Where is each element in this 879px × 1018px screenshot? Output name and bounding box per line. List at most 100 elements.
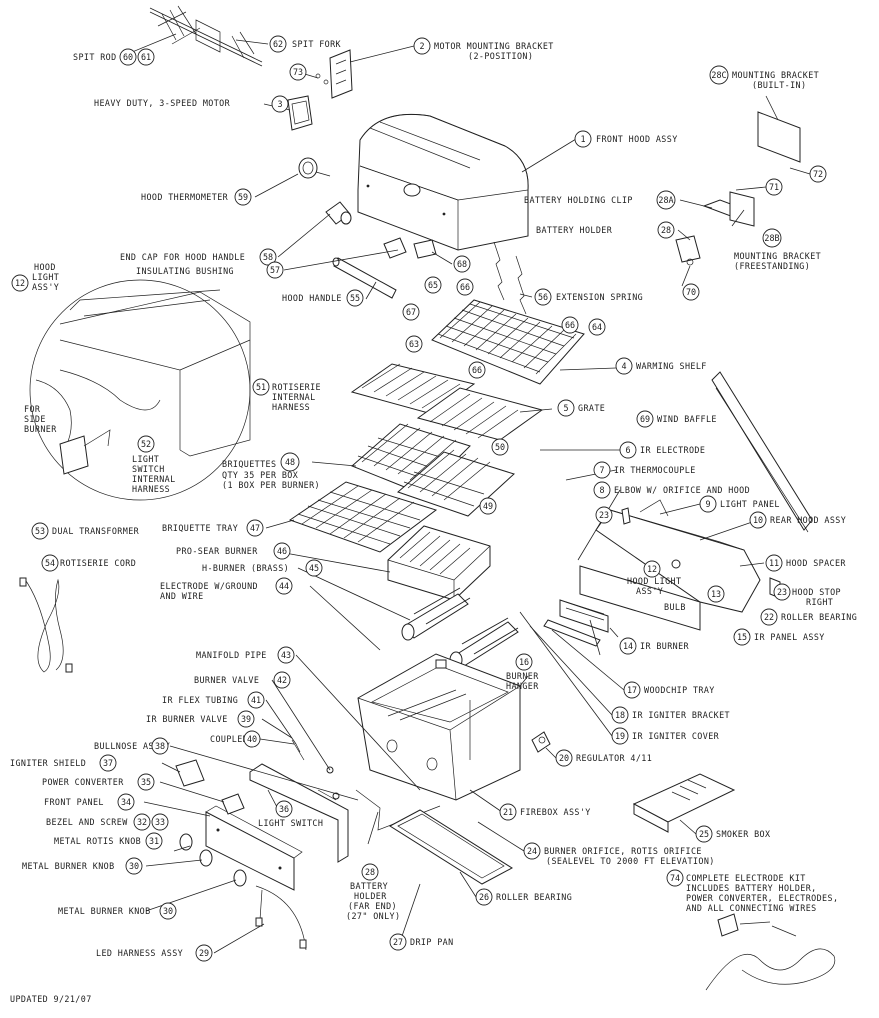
callout-part-66c: 66 — [468, 361, 486, 379]
callout-burner-orifice-rotis: 24 BURNER ORIFICE, ROTIS ORIFICE (SEALEV… — [523, 842, 714, 866]
svg-text:52: 52 — [141, 439, 151, 449]
svg-text:BEZEL AND SCREW: BEZEL AND SCREW — [46, 817, 128, 827]
svg-text:ROLLER BEARING: ROLLER BEARING — [781, 612, 857, 622]
callout-roller-bearing-26: 26 ROLLER BEARING — [475, 888, 572, 906]
svg-text:(BUILT-IN): (BUILT-IN) — [752, 80, 806, 90]
callout-front-hood-assy: 1 FRONT HOOD ASSY — [574, 130, 677, 148]
svg-text:4: 4 — [621, 361, 626, 371]
svg-text:68: 68 — [457, 259, 467, 269]
svg-text:28B: 28B — [764, 233, 779, 243]
callout-spit-fork: 62 SPIT FORK — [269, 35, 341, 53]
svg-text:66: 66 — [565, 320, 575, 330]
svg-text:DRIP PAN: DRIP PAN — [410, 937, 454, 947]
callout-mounting-bracket-built-in: 28C MOUNTING BRACKET (BUILT-IN) — [709, 65, 819, 90]
callout-hood-handle: HOOD HANDLE 55 — [282, 289, 364, 307]
callout-for-side-burner: FOR SIDE BURNER — [24, 404, 57, 434]
callout-battery-holding-clip: BATTERY HOLDING CLIP 28A — [524, 190, 676, 210]
svg-text:28A: 28A — [658, 195, 673, 205]
svg-text:ASS'Y: ASS'Y — [32, 282, 59, 292]
svg-text:BULB: BULB — [664, 602, 686, 612]
pro-sear-burner-drawing — [387, 525, 491, 601]
callout-ir-panel-assy: 15 IR PANEL ASSY — [733, 628, 825, 646]
svg-text:74: 74 — [670, 873, 680, 883]
svg-text:SIDE: SIDE — [24, 414, 46, 424]
svg-text:18: 18 — [615, 710, 625, 720]
callout-burner-valve: BURNER VALVE 42 — [194, 671, 291, 689]
callout-ir-burner-valve: IR BURNER VALVE 39 — [146, 710, 255, 728]
svg-text:IR BURNER VALVE: IR BURNER VALVE — [146, 714, 228, 724]
svg-text:HOLDER: HOLDER — [354, 891, 387, 901]
callout-insulating-bushing: INSULATING BUSHING 57 — [136, 261, 284, 279]
callout-hood-spacer: 11 HOOD SPACER — [765, 554, 846, 572]
svg-text:50: 50 — [495, 442, 505, 452]
svg-text:INTERNAL: INTERNAL — [272, 392, 316, 402]
svg-text:IR IGNITER BRACKET: IR IGNITER BRACKET — [632, 710, 730, 720]
svg-text:28: 28 — [661, 225, 671, 235]
callout-roller-bearing-22: 22 ROLLER BEARING — [760, 608, 857, 626]
svg-text:BURNER: BURNER — [506, 671, 539, 681]
svg-text:IR PANEL ASSY: IR PANEL ASSY — [754, 632, 825, 642]
svg-text:8: 8 — [599, 485, 604, 495]
svg-text:48: 48 — [285, 457, 295, 467]
svg-text:39: 39 — [241, 714, 251, 724]
svg-text:3: 3 — [277, 99, 282, 109]
svg-text:BRIQUETTE TRAY: BRIQUETTE TRAY — [162, 523, 238, 533]
callout-woodchip-tray: 17 WOODCHIP TRAY — [623, 681, 714, 699]
callout-burner-hanger: 16 BURNER HANGER — [506, 653, 539, 691]
svg-text:27: 27 — [393, 937, 403, 947]
callout-briquettes: BRIQUETTES 48 QTY 35 PER BOX (1 BOX PER … — [222, 452, 320, 490]
svg-text:AND WIRE: AND WIRE — [160, 591, 204, 601]
motor-drawing — [287, 95, 313, 131]
callout-briquette-tray: BRIQUETTE TRAY 47 — [162, 519, 264, 537]
callout-rear-hood-assy: 10 REAR HOOD ASSY — [749, 511, 846, 529]
callout-part-68: 68 — [453, 255, 471, 273]
svg-text:ROTISERIE CORD: ROTISERIE CORD — [60, 558, 136, 568]
callout-hood-light-assy-2: 12 HOOD LIGHT ASS'Y — [627, 560, 681, 596]
svg-text:HOOD THERMOMETER: HOOD THERMOMETER — [141, 192, 229, 202]
svg-text:IR ELECTRODE: IR ELECTRODE — [640, 445, 705, 455]
callout-front-panel: FRONT PANEL 34 — [44, 793, 135, 811]
svg-text:EXTENSION SPRING: EXTENSION SPRING — [556, 292, 643, 302]
led-harness-drawing — [255, 885, 307, 951]
svg-text:21: 21 — [503, 807, 513, 817]
firebox-drawing — [357, 653, 521, 801]
svg-text:LED HARNESS ASSY: LED HARNESS ASSY — [96, 948, 183, 958]
callout-metal-rotis-knob: METAL ROTIS KNOB 31 — [54, 832, 163, 850]
svg-text:FOR: FOR — [24, 404, 41, 414]
svg-text:IR FLEX TUBING: IR FLEX TUBING — [162, 695, 238, 705]
svg-text:10: 10 — [753, 515, 763, 525]
svg-text:22: 22 — [764, 612, 774, 622]
svg-text:51: 51 — [256, 382, 266, 392]
harness-inset-drawing — [29, 279, 251, 501]
drip-pan-drawing — [389, 809, 513, 885]
callout-power-converter: POWER CONVERTER 35 — [42, 773, 155, 791]
svg-text:11: 11 — [769, 558, 779, 568]
svg-text:LIGHT SWITCH: LIGHT SWITCH — [258, 818, 323, 828]
svg-text:ASS'Y: ASS'Y — [636, 586, 663, 596]
callout-rotisserie-cord: 54 ROTISERIE CORD — [41, 554, 136, 572]
callout-part-71: 71 — [765, 178, 783, 196]
svg-text:71: 71 — [769, 182, 779, 192]
svg-text:WIND BAFFLE: WIND BAFFLE — [657, 414, 717, 424]
callout-elbow-orifice-hood: 8 ELBOW W/ ORIFICE AND HOOD — [593, 481, 750, 499]
callout-complete-electrode-kit: 74 COMPLETE ELECTRODE KIT INCLUDES BATTE… — [666, 869, 838, 913]
svg-text:BURNER ORIFICE, ROTIS ORIFICE: BURNER ORIFICE, ROTIS ORIFICE — [544, 846, 702, 856]
svg-text:44: 44 — [279, 581, 289, 591]
callout-electrode-ground-wire: ELECTRODE W/GROUND 44 AND WIRE — [160, 577, 293, 601]
svg-text:QTY 35 PER BOX: QTY 35 PER BOX — [222, 470, 298, 480]
svg-text:AND ALL CONNECTING WIRES: AND ALL CONNECTING WIRES — [686, 903, 817, 913]
callout-warming-shelf: 4 WARMING SHELF — [615, 357, 706, 375]
knobs-drawing — [179, 833, 247, 887]
svg-text:12: 12 — [647, 564, 657, 574]
svg-text:56: 56 — [538, 292, 548, 302]
callout-drip-pan: 27 DRIP PAN — [389, 933, 454, 951]
svg-text:53: 53 — [35, 526, 45, 536]
svg-text:HEAVY DUTY, 3-SPEED MOTOR: HEAVY DUTY, 3-SPEED MOTOR — [94, 98, 231, 108]
svg-text:23: 23 — [599, 510, 609, 520]
callout-h-burner-brass: H-BURNER (BRASS) 45 — [202, 559, 323, 577]
callout-dual-transformer: 53 DUAL TRANSFORMER — [31, 522, 139, 540]
svg-text:36: 36 — [279, 804, 289, 814]
callout-ir-flex-tubing: IR FLEX TUBING 41 — [162, 691, 265, 709]
